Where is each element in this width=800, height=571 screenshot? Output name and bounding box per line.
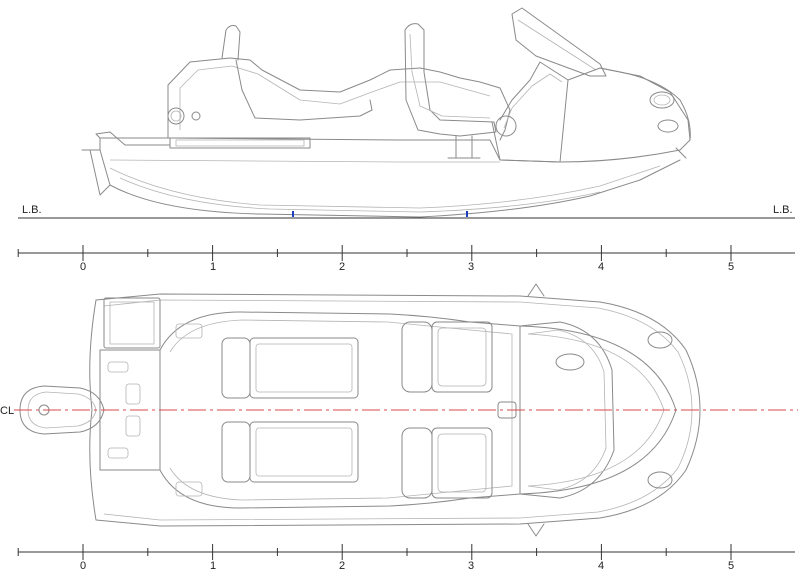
scale-top-label-1: 1 bbox=[210, 261, 216, 273]
waterline-label-right: L.B. bbox=[773, 204, 793, 216]
scale-bottom-label-4: 4 bbox=[598, 560, 604, 571]
aft-backrest-port bbox=[221, 337, 251, 399]
windscreen bbox=[511, 7, 607, 77]
helm-seat-starboard bbox=[431, 427, 493, 499]
aft-bench-seat-port bbox=[249, 337, 359, 399]
swim-platform bbox=[99, 349, 161, 471]
side-profile-view bbox=[81, 7, 691, 218]
plan-hull-outline bbox=[89, 293, 701, 527]
scale-top-label-2: 2 bbox=[339, 261, 345, 273]
aft-porthole bbox=[167, 107, 185, 125]
steering-wheel bbox=[495, 115, 517, 137]
scale-bar-bottom: 0 1 2 3 4 5 bbox=[17, 544, 795, 571]
draft-marker-aft bbox=[292, 211, 294, 217]
locker-starboard bbox=[175, 481, 203, 497]
helm-wheel-plan bbox=[555, 353, 585, 371]
helm-seatback-port bbox=[401, 321, 433, 393]
aft-seat-module bbox=[167, 57, 511, 141]
bow-porthole-upper bbox=[649, 91, 675, 109]
aft-backrest bbox=[221, 25, 241, 61]
cleat-port bbox=[527, 283, 545, 297]
plan-console bbox=[519, 321, 615, 499]
scale-bar-top: 0 1 2 3 4 5 bbox=[17, 245, 795, 273]
scale-bottom-label-2: 2 bbox=[339, 560, 345, 571]
draft-marker-fwd bbox=[466, 211, 468, 217]
scale-bottom-label-5: 5 bbox=[728, 560, 734, 571]
aft-hatch bbox=[103, 297, 161, 349]
side-locker bbox=[169, 137, 311, 149]
helm-seatback-starboard bbox=[401, 427, 433, 499]
transom bbox=[81, 131, 171, 151]
waterline-group: L.B. L.B. bbox=[18, 204, 795, 219]
aft-bench-seat-starboard bbox=[249, 421, 359, 483]
bow-section bbox=[567, 67, 691, 141]
bow-porthole-lower bbox=[657, 119, 679, 133]
helm-seat-port bbox=[431, 321, 493, 393]
scale-top-label-4: 4 bbox=[598, 261, 604, 273]
helm-console bbox=[491, 61, 569, 163]
scale-bottom-label-0: 0 bbox=[80, 560, 86, 571]
plan-view: CL bbox=[0, 283, 798, 537]
scale-top-label-5: 5 bbox=[728, 261, 734, 273]
bow-light-port bbox=[647, 331, 673, 349]
helm-seat bbox=[404, 23, 497, 137]
scale-bottom-label-1: 1 bbox=[210, 560, 216, 571]
centerline-symbol: CL bbox=[0, 405, 14, 417]
scale-bottom-label-3: 3 bbox=[468, 560, 474, 571]
cleat-starboard bbox=[527, 523, 545, 537]
waterline-label-left: L.B. bbox=[22, 204, 42, 216]
scale-top-label-0: 0 bbox=[80, 261, 86, 273]
bow-light-starboard bbox=[647, 471, 673, 489]
aft-backrest-starboard bbox=[221, 421, 251, 483]
hull-chine-line bbox=[109, 165, 661, 209]
scale-top-label-3: 3 bbox=[468, 261, 474, 273]
helm-seat-pedestal bbox=[455, 135, 473, 159]
hull-bottom-line bbox=[99, 149, 681, 218]
locker-port bbox=[175, 323, 203, 339]
